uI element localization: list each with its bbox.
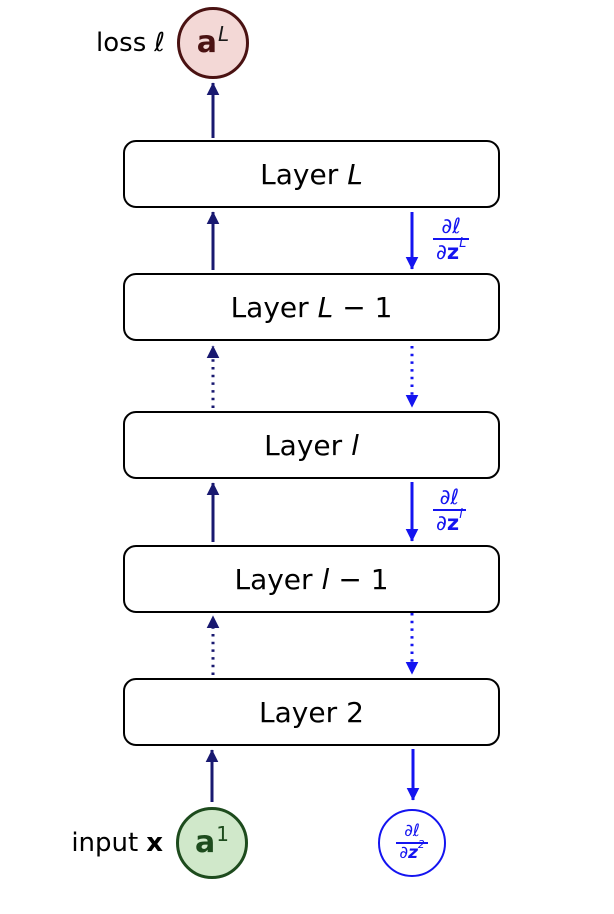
frac-numerator: ∂ℓ: [404, 821, 420, 842]
activation-sup: 1: [216, 822, 229, 846]
gradient-label-zL: ∂ℓ ∂zL: [433, 214, 470, 264]
frac-denominator: ∂z2: [396, 839, 428, 864]
frac-numerator: ∂ℓ: [439, 485, 460, 509]
input-label-text: input: [71, 828, 139, 858]
loss-label-text: loss: [96, 28, 147, 58]
input-activation-text: a1: [195, 824, 229, 860]
activation-var: a: [196, 25, 218, 60]
gradient-label-zl: ∂ℓ ∂zl: [433, 485, 466, 535]
frac-numerator: ∂ℓ: [441, 214, 461, 238]
frac-denominator: ∂zL: [433, 237, 470, 264]
activation-sup: L: [218, 22, 230, 46]
loss-activation-text: aL: [196, 24, 229, 60]
loss-activation-node: aL: [177, 7, 249, 79]
input-label-math: x: [146, 828, 163, 858]
gradient-node-fraction: ∂ℓ ∂z2: [396, 821, 428, 864]
frac-denominator: ∂zl: [433, 508, 466, 535]
activation-var: a: [195, 825, 216, 860]
loss-label-math: ℓ: [154, 28, 165, 58]
input-activation-node: a1: [176, 807, 248, 879]
gradient-node-z2: ∂ℓ ∂z2: [378, 809, 446, 877]
